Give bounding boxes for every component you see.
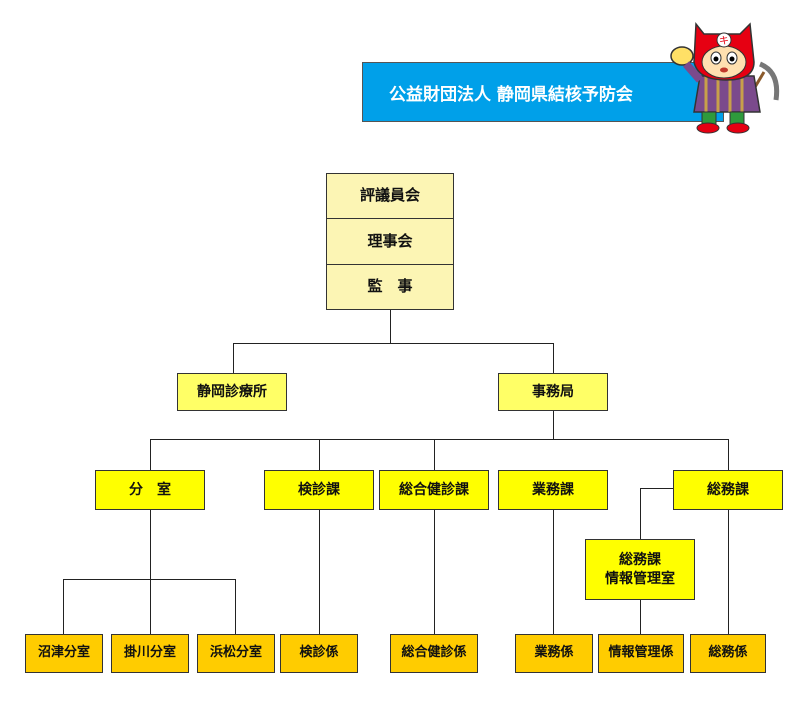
- connector-line: [390, 309, 392, 343]
- operations-staff-box: 業務係: [515, 634, 593, 673]
- secretariat-label: 事務局: [532, 383, 574, 400]
- council-box: 評議員会: [326, 173, 454, 219]
- organization-title: 公益財団法人 静岡県結核予防会: [389, 84, 633, 105]
- exam-section-label: 検診課: [298, 481, 340, 498]
- operations-section-label: 業務課: [532, 481, 574, 498]
- comprehensive-staff-box: 総合健診係: [390, 634, 478, 673]
- numazu-branch-box: 沼津分室: [25, 634, 103, 673]
- hamamatsu-branch-box: 浜松分室: [197, 634, 275, 673]
- connector-line: [319, 510, 321, 634]
- connector-line: [63, 579, 65, 634]
- connector-line: [233, 343, 235, 373]
- numazu-branch-label: 沼津分室: [37, 645, 90, 661]
- general-affairs-section-box: 総務課: [673, 470, 783, 510]
- general-affairs-staff-label: 総務係: [708, 645, 748, 661]
- operations-section-box: 業務課: [498, 470, 608, 510]
- secretariat-box: 事務局: [498, 373, 608, 411]
- hamamatsu-branch-label: 浜松分室: [209, 645, 262, 661]
- organization-title-banner: 公益財団法人 静岡県結核予防会: [362, 62, 724, 122]
- kakegawa-branch-box: 掛川分室: [111, 634, 189, 673]
- connector-line: [553, 411, 555, 439]
- connector-line: [233, 343, 553, 345]
- info-management-office-box: 総務課 情報管理室: [585, 539, 695, 600]
- branch-office-label: 分 室: [129, 481, 171, 498]
- comprehensive-section-label: 総合健診課: [399, 481, 469, 498]
- connector-line: [150, 439, 728, 441]
- connector-line: [728, 439, 730, 470]
- exam-staff-label: 検診係: [299, 645, 339, 661]
- exam-section-box: 検診課: [264, 470, 374, 510]
- branch-office-box: 分 室: [95, 470, 205, 510]
- clinic-box: 静岡診療所: [177, 373, 287, 411]
- general-affairs-staff-box: 総務係: [690, 634, 766, 673]
- board-box: 理事会: [326, 218, 454, 265]
- board-label: 理事会: [367, 231, 413, 250]
- connector-line: [640, 488, 642, 539]
- connector-line: [553, 343, 555, 373]
- connector-line: [434, 439, 436, 470]
- info-management-staff-label: 情報管理係: [608, 645, 674, 661]
- kakegawa-branch-label: 掛川分室: [123, 645, 176, 661]
- auditor-label: 監 事: [367, 277, 413, 296]
- info-management-staff-box: 情報管理係: [598, 634, 684, 673]
- info-management-office-label: 総務課 情報管理室: [605, 552, 675, 587]
- clinic-label: 静岡診療所: [197, 383, 267, 400]
- mascot-badge: キ: [719, 36, 729, 47]
- connector-line: [553, 510, 555, 634]
- general-affairs-section-label: 総務課: [707, 481, 749, 498]
- connector-line: [150, 510, 152, 634]
- connector-line: [434, 510, 436, 634]
- exam-staff-box: 検診係: [280, 634, 358, 673]
- connector-line: [63, 579, 235, 581]
- council-label: 評議員会: [359, 186, 420, 205]
- mascot-character-icon: キ: [670, 21, 780, 134]
- connector-line: [235, 579, 237, 634]
- operations-staff-label: 業務係: [534, 645, 574, 661]
- connector-line: [728, 510, 730, 634]
- auditor-box: 監 事: [326, 264, 454, 310]
- connector-line: [150, 439, 152, 470]
- comprehensive-staff-label: 総合健診係: [401, 645, 467, 661]
- connector-line: [640, 600, 642, 634]
- connector-line: [319, 439, 321, 470]
- comprehensive-section-box: 総合健診課: [379, 470, 489, 510]
- connector-line: [640, 488, 673, 490]
